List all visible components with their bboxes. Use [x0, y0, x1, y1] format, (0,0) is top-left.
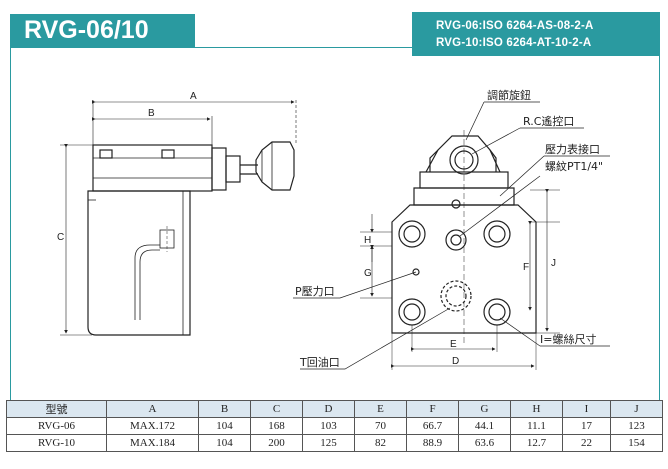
callout-gauge-thread: 螺紋PT1/4": [545, 159, 603, 173]
callout-gauge-port: 壓力表接口: [545, 142, 600, 156]
dim-label-a: A: [190, 91, 197, 102]
leader-lines: [293, 101, 610, 370]
table-row: RVG-10 MAX.184 104 200 125 82 88.9 63.6 …: [6, 434, 663, 452]
iso-line-rvg10: RVG-10:ISO 6264-AT-10-2-A: [436, 37, 592, 49]
cell-model: RVG-10: [6, 434, 107, 452]
cell-f: 66.7: [406, 417, 459, 435]
header-c: C: [250, 400, 303, 418]
dim-label-e: E: [450, 339, 457, 350]
header-d: D: [302, 400, 355, 418]
header-e: E: [354, 400, 407, 418]
table-row: RVG-06 MAX.172 104 168 103 70 66.7 44.1 …: [6, 417, 663, 435]
cell-i: 22: [562, 434, 611, 452]
side-view: [60, 100, 297, 336]
callout-remote-port: R.C遙控口: [523, 114, 574, 128]
header-j: J: [610, 400, 663, 418]
cell-f: 88.9: [406, 434, 459, 452]
dim-label-h: H: [364, 235, 371, 246]
spec-table: 型號 A B C D E F G H I J RVG-06 MAX.172 10…: [6, 400, 663, 452]
header-f: F: [406, 400, 459, 418]
cell-b: 104: [198, 417, 251, 435]
cell-c: 168: [250, 417, 303, 435]
cell-c: 200: [250, 434, 303, 452]
cell-h: 12.7: [510, 434, 563, 452]
cell-d: 103: [302, 417, 355, 435]
dim-label-d: D: [452, 356, 459, 367]
callout-t-port: T回油口: [299, 355, 340, 369]
callout-adjust-knob: 調節旋鈕: [487, 88, 531, 102]
cell-a: MAX.172: [106, 417, 199, 435]
cell-i: 17: [562, 417, 611, 435]
header-g: G: [458, 400, 511, 418]
frame-top-rule: [10, 47, 412, 48]
header-a: A: [106, 400, 199, 418]
cell-b: 104: [198, 434, 251, 452]
page-title: RVG-06/10: [10, 14, 195, 47]
header-h: H: [510, 400, 563, 418]
header-i: I: [562, 400, 611, 418]
cell-e: 82: [354, 434, 407, 452]
front-view: [360, 130, 560, 370]
cell-a: MAX.184: [106, 434, 199, 452]
spec-table-header-row: 型號 A B C D E F G H I J: [6, 400, 663, 418]
cell-g: 63.6: [458, 434, 511, 452]
cell-e: 70: [354, 417, 407, 435]
header-b: B: [198, 400, 251, 418]
cell-j: 154: [610, 434, 663, 452]
callout-p-port: P壓力口: [295, 285, 335, 298]
cell-g: 44.1: [458, 417, 511, 435]
cell-h: 11.1: [510, 417, 563, 435]
dim-label-f: F: [523, 262, 529, 273]
dim-label-c: C: [57, 232, 64, 243]
callout-bolt-size: I=螺絲尺寸: [540, 332, 596, 346]
dim-label-g: G: [364, 268, 372, 279]
cell-j: 123: [610, 417, 663, 435]
dim-label-j: J: [551, 258, 556, 269]
header-model: 型號: [6, 400, 107, 418]
cell-model: RVG-06: [6, 417, 107, 435]
cell-d: 125: [302, 434, 355, 452]
iso-line-rvg06: RVG-06:ISO 6264-AS-08-2-A: [436, 20, 594, 32]
iso-standard-box: RVG-06:ISO 6264-AS-08-2-A RVG-10:ISO 626…: [412, 12, 660, 56]
dim-label-b: B: [148, 108, 155, 119]
